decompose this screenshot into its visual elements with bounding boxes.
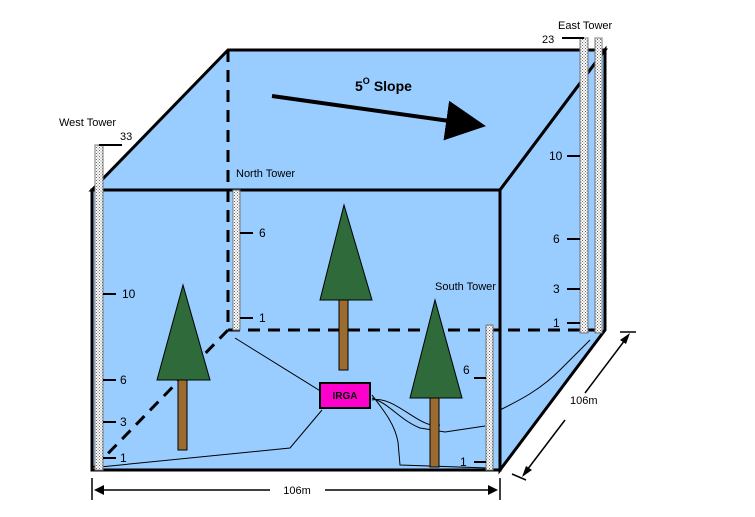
north-tick-6: 6 [259,226,266,240]
east-tower-label: East Tower [558,20,613,32]
south-tower: South Tower 6 1 [435,281,496,471]
irga-label: IRGA [333,391,358,402]
slope-label: 5O Slope [355,76,412,94]
tree-south [409,298,463,468]
slope-arrow [271,94,486,141]
slope-value: 5 [355,78,363,94]
west-tick-3: 3 [120,415,127,429]
depth-dimension: 106m [511,331,636,481]
east-tick-10: 10 [549,149,563,163]
west-tick-1: 1 [120,451,127,465]
tree-west [156,283,211,451]
north-tower-label: North Tower [236,168,295,180]
north-tower: North Tower 6 1 [232,168,295,331]
hidden-edge-diagonal [90,328,230,472]
south-tick-1: 1 [460,455,467,469]
east-tower-top-height: 23 [542,34,554,46]
slope-degree: O [363,76,370,86]
west-tick-10: 10 [122,287,136,301]
east-tick-6: 6 [553,232,560,246]
north-tick-1: 1 [259,311,266,325]
west-tower: West Tower 33 10 6 3 1 [59,117,136,471]
slope-text: Slope [374,78,412,94]
west-tick-6: 6 [120,373,127,387]
depth-label: 106m [570,395,598,407]
east-tick-1: 1 [553,316,560,330]
tree-north [319,203,373,371]
east-tower: East Tower 23 10 6 3 1 [542,20,613,334]
irga-instrument: IRGA [319,382,371,409]
south-tick-6: 6 [463,363,470,377]
south-tower-label: South Tower [435,281,496,293]
west-tower-label: West Tower [59,117,116,129]
cables [99,337,591,469]
width-dimension: 106m [91,478,501,500]
east-tick-3: 3 [553,282,560,296]
west-tower-top-height: 33 [120,131,132,143]
width-label: 106m [283,485,311,497]
